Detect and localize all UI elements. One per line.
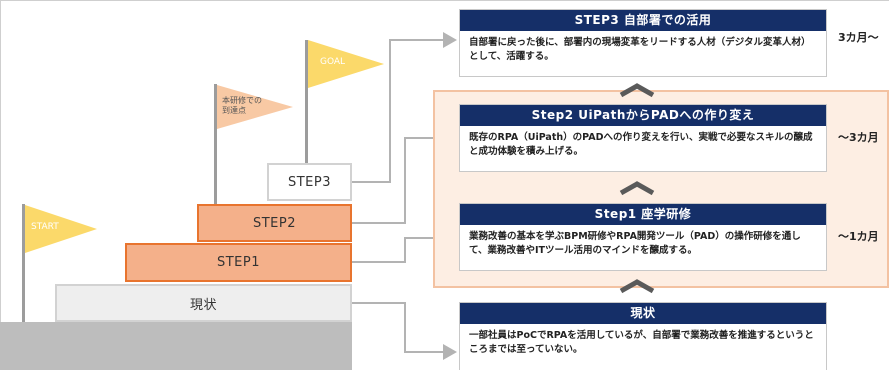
step2-box: Step2 UiPathからPADへの作り変え 既存のRPA（UiPath）のP… — [459, 104, 827, 172]
chevron-up-icon — [619, 279, 655, 294]
start-flag-icon — [25, 205, 97, 253]
step3-period: 3カ月～ — [838, 31, 879, 44]
step3-box-body: 自部署に戻った後に、部署内の現場変革をリードする人材（デジタル変革人材）として、… — [469, 37, 811, 62]
stair-step1-label: STEP1 — [216, 255, 261, 270]
chevron-up-icon — [619, 181, 655, 196]
stair-step1: STEP1 — [125, 243, 352, 282]
step2-box-title: Step2 UiPathからPADへの作り変え — [460, 105, 826, 126]
stair-current-label: 現状 — [189, 297, 217, 313]
goal-flag-pole — [305, 40, 308, 163]
stair-step2: STEP2 — [197, 204, 352, 242]
step1-box-title: Step1 座学研修 — [460, 204, 826, 225]
step3-box: STEP3 自部署での活用 自部署に戻った後に、部署内の現場変革をリードする人材… — [459, 9, 827, 77]
step1-period: ～1カ月 — [838, 230, 879, 243]
connector-step3 — [352, 32, 457, 183]
midpoint-flag-label: 本研修での 到達点 — [222, 96, 262, 115]
midpoint-flag-icon — [217, 85, 293, 129]
left-border — [0, 0, 1, 370]
stair-step3-label: STEP3 — [287, 174, 332, 190]
step2-period: ～3カ月 — [838, 131, 879, 144]
current-state-box-title: 現状 — [460, 303, 826, 324]
goal-flag-label: GOAL — [320, 57, 346, 67]
goal-flag-icon — [308, 40, 384, 88]
start-flag-pole — [22, 204, 25, 322]
connector-step2 — [352, 130, 457, 224]
chevron-up-icon — [619, 83, 655, 98]
current-state-box: 現状 一部社員はPoCでRPAを活用しているが、自部署で業務改善を推進するという… — [459, 302, 827, 370]
connector-step1 — [352, 230, 457, 263]
step1-box-body: 業務改善の基本を学ぶBPM研修やRPA開発ツール（PAD）の操作研修を通して、業… — [469, 231, 801, 256]
stair-current: 現状 — [55, 284, 352, 322]
step3-box-title: STEP3 自部署での活用 — [460, 10, 826, 31]
start-flag-label: START — [31, 222, 59, 232]
connector-current — [352, 302, 457, 360]
midpoint-flag-pole — [214, 84, 217, 204]
stair-step3: STEP3 — [267, 163, 352, 201]
step1-box: Step1 座学研修 業務改善の基本を学ぶBPM研修やRPA開発ツール（PAD）… — [459, 203, 827, 271]
top-border — [0, 0, 889, 1]
ground-block — [0, 322, 352, 370]
step2-box-body: 既存のRPA（UiPath）のPADへの作り変えを行い、実戦で必要なスキルの醸成… — [469, 132, 813, 157]
stair-step2-label: STEP2 — [252, 215, 297, 231]
current-state-box-body: 一部社員はPoCでRPAを活用しているが、自部署で業務改善を推進するというところ… — [469, 330, 814, 355]
